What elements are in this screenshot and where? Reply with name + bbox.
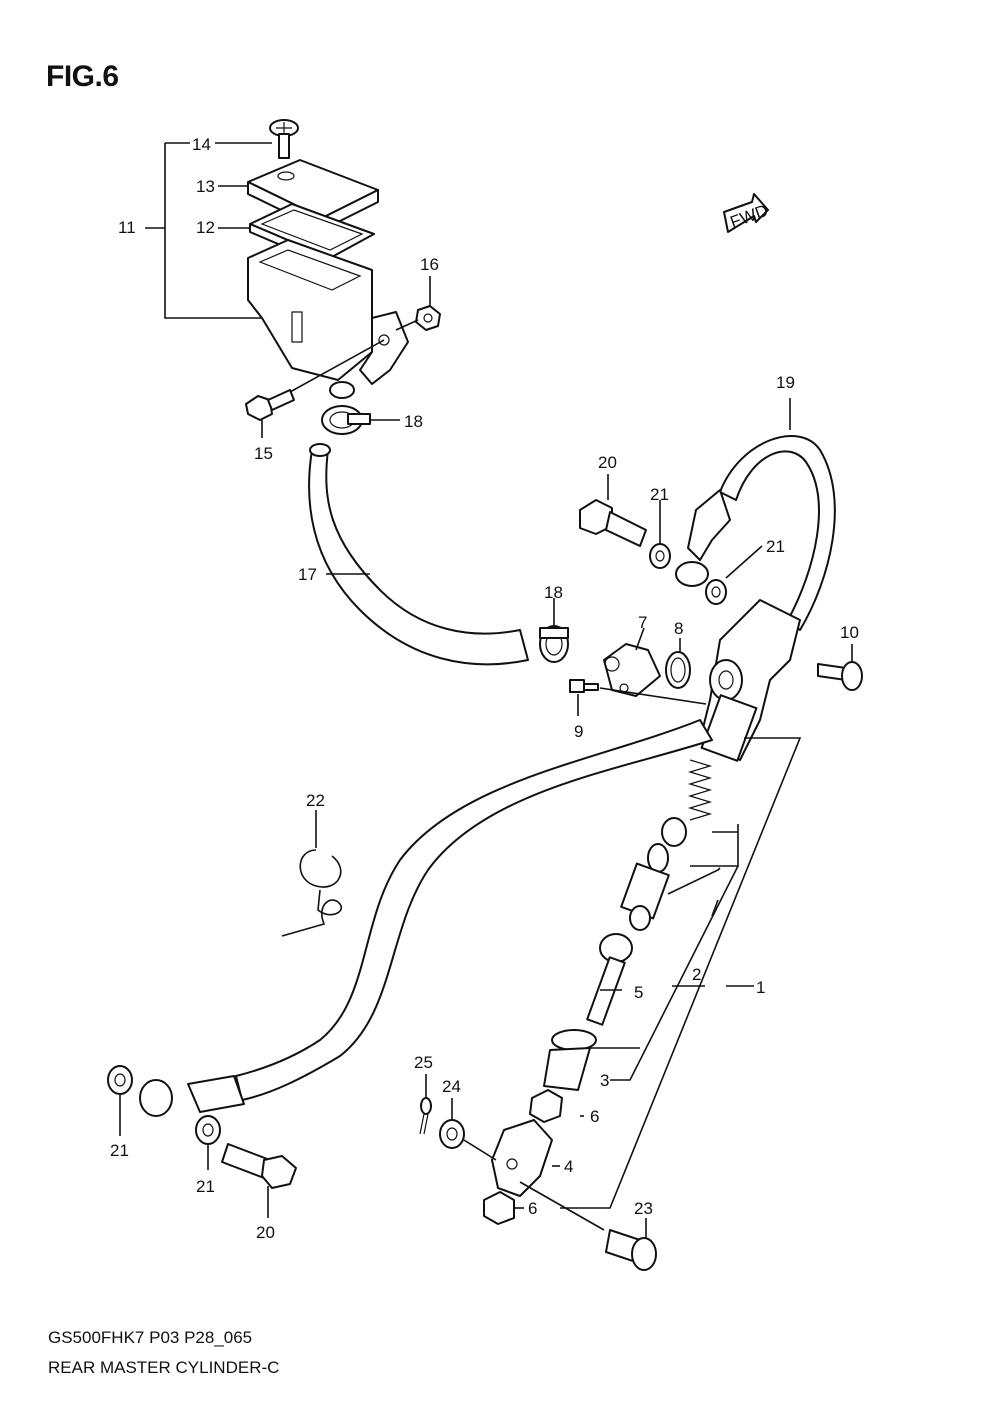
callout-25: 25 xyxy=(414,1053,433,1072)
callout-6-upper: 6 xyxy=(590,1107,599,1126)
banjo-bolt-20-upper xyxy=(579,499,647,547)
callout-20-upper: 20 xyxy=(598,453,617,472)
bracket-11 xyxy=(164,143,262,319)
callout-17: 17 xyxy=(298,565,317,584)
callout-5: 5 xyxy=(634,983,643,1002)
clevis-pin-23 xyxy=(605,1229,657,1271)
callout-21-upper-b: 21 xyxy=(766,537,785,556)
callout-21-upper-a: 21 xyxy=(650,485,669,504)
callout-18-lower: 18 xyxy=(544,583,563,602)
callout-13: 13 xyxy=(196,177,215,196)
bolt-15 xyxy=(245,389,295,421)
pushrod-5 xyxy=(586,933,633,1026)
union-joint-7 xyxy=(603,643,661,697)
callout-1: 1 xyxy=(756,978,765,997)
callout-18-upper: 18 xyxy=(404,412,423,431)
callout-2: 2 xyxy=(692,965,701,984)
callout-11: 11 xyxy=(118,218,136,237)
callout-7: 7 xyxy=(638,613,647,632)
callout-8: 8 xyxy=(674,619,683,638)
callout-9: 9 xyxy=(574,722,583,741)
clevis-4 xyxy=(491,1119,553,1197)
callout-19: 19 xyxy=(776,373,795,392)
fwd-label: FWD xyxy=(728,201,771,232)
washer-21-lower-a xyxy=(107,1065,133,1095)
spring xyxy=(687,759,713,821)
callout-24: 24 xyxy=(442,1077,461,1096)
callout-12: 12 xyxy=(196,218,215,237)
callout-3: 3 xyxy=(600,1071,609,1090)
cotter-pin-25 xyxy=(419,1097,432,1135)
washer-21-upper-b xyxy=(705,579,727,605)
banjo-bolt-20-lower xyxy=(221,1143,297,1189)
figure-title: FIG.6 xyxy=(46,60,119,93)
bracket-1 xyxy=(560,737,802,1209)
screw-14 xyxy=(269,119,299,159)
clamp-18-upper xyxy=(321,405,371,435)
nut-6-upper xyxy=(529,1089,563,1123)
screw-9 xyxy=(569,679,599,693)
callout-20-lower: 20 xyxy=(256,1223,275,1242)
boot-3 xyxy=(543,1029,597,1091)
master-cylinder-body xyxy=(699,599,801,762)
callout-21-lower-a: 21 xyxy=(110,1141,129,1160)
reservoir-body-11 xyxy=(247,239,409,399)
nut-16 xyxy=(415,305,441,331)
callout-6-lower: 6 xyxy=(528,1199,537,1218)
callout-4: 4 xyxy=(564,1157,573,1176)
diagram-name: REAR MASTER CYLINDER-C xyxy=(48,1358,280,1377)
callout-15: 15 xyxy=(254,444,273,463)
fwd-arrow-icon: FWD xyxy=(723,193,771,233)
callout-21-lower-b: 21 xyxy=(196,1177,215,1196)
washer-21-lower-b xyxy=(195,1115,221,1145)
callout-23: 23 xyxy=(634,1199,653,1218)
hose-clip-22 xyxy=(281,849,343,937)
callout-22: 22 xyxy=(306,791,325,810)
bolt-10 xyxy=(817,661,863,691)
callout-10: 10 xyxy=(840,623,859,642)
washer-24 xyxy=(439,1119,465,1149)
washer-21-upper-a xyxy=(649,543,671,569)
model-code: GS500FHK7 P03 P28_065 xyxy=(48,1328,253,1347)
brake-hose-19 xyxy=(719,434,836,631)
callout-16: 16 xyxy=(420,255,439,274)
reservoir-hose-17 xyxy=(308,449,529,666)
callout-14: 14 xyxy=(192,135,211,154)
piston-cup xyxy=(620,817,687,931)
nut-6-lower xyxy=(483,1191,515,1225)
o-ring-8 xyxy=(665,651,691,689)
clamp-18-lower xyxy=(539,625,569,663)
